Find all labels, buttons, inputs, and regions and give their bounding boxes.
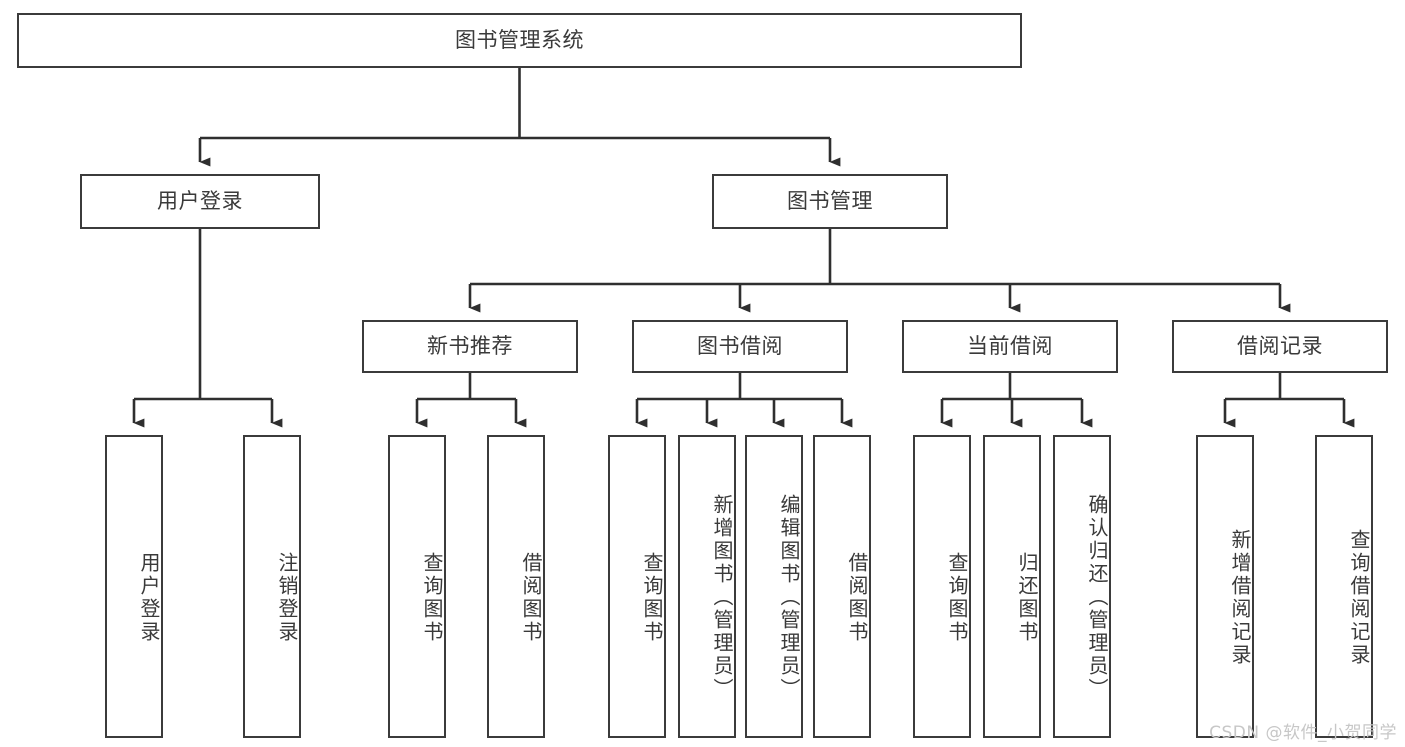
node-leaf-return-book-label: 归还图书 xyxy=(1015,551,1039,644)
node-leaf-borrow-book-b-label: 借阅图书 xyxy=(845,551,869,644)
node-leaf-add-record-label: 新增借阅记录 xyxy=(1228,528,1252,667)
node-leaf-user-login[interactable]: 用户登录 xyxy=(105,435,163,738)
node-leaf-add-book[interactable]: 新增图书（管理员） xyxy=(678,435,736,738)
node-leaf-query-book-a-label: 查询图书 xyxy=(420,551,444,644)
node-leaf-borrow-book-a[interactable]: 借阅图书 xyxy=(487,435,545,738)
node-leaf-borrow-book-b[interactable]: 借阅图书 xyxy=(813,435,871,738)
node-book-borrow[interactable]: 图书借阅 xyxy=(632,320,848,373)
node-leaf-query-book-a[interactable]: 查询图书 xyxy=(388,435,446,738)
node-leaf-user-login-label: 用户登录 xyxy=(137,551,161,644)
node-leaf-borrow-book-a-label: 借阅图书 xyxy=(519,551,543,644)
node-leaf-query-record-label: 查询借阅记录 xyxy=(1347,528,1371,667)
node-leaf-query-book-c-label: 查询图书 xyxy=(945,551,969,644)
node-leaf-query-book-c[interactable]: 查询图书 xyxy=(913,435,971,738)
node-leaf-add-book-label: 新增图书（管理员） xyxy=(710,494,734,701)
node-leaf-query-book-b[interactable]: 查询图书 xyxy=(608,435,666,738)
node-current-borrow-label: 当前借阅 xyxy=(967,334,1053,359)
node-leaf-query-book-b-label: 查询图书 xyxy=(640,551,664,644)
node-borrow-record[interactable]: 借阅记录 xyxy=(1172,320,1388,373)
node-leaf-logout-label: 注销登录 xyxy=(275,551,299,644)
node-leaf-edit-book[interactable]: 编辑图书（管理员） xyxy=(745,435,803,738)
node-new-book-recommend[interactable]: 新书推荐 xyxy=(362,320,578,373)
node-book-management[interactable]: 图书管理 xyxy=(712,174,948,229)
node-user-login[interactable]: 用户登录 xyxy=(80,174,320,229)
watermark: CSDN @软件_小贺同学 xyxy=(1209,723,1397,743)
node-book-management-label: 图书管理 xyxy=(787,189,873,214)
node-root-label: 图书管理系统 xyxy=(455,28,584,53)
node-leaf-add-record[interactable]: 新增借阅记录 xyxy=(1196,435,1254,738)
node-root[interactable]: 图书管理系统 xyxy=(17,13,1022,68)
node-leaf-confirm-return-label: 确认归还（管理员） xyxy=(1085,494,1109,701)
node-book-borrow-label: 图书借阅 xyxy=(697,334,783,359)
node-new-book-recommend-label: 新书推荐 xyxy=(427,334,513,359)
node-leaf-return-book[interactable]: 归还图书 xyxy=(983,435,1041,738)
node-borrow-record-label: 借阅记录 xyxy=(1237,334,1323,359)
node-leaf-edit-book-label: 编辑图书（管理员） xyxy=(777,494,801,701)
node-current-borrow[interactable]: 当前借阅 xyxy=(902,320,1118,373)
node-user-login-label: 用户登录 xyxy=(157,189,243,214)
node-leaf-query-record[interactable]: 查询借阅记录 xyxy=(1315,435,1373,738)
node-leaf-confirm-return[interactable]: 确认归还（管理员） xyxy=(1053,435,1111,738)
node-leaf-logout[interactable]: 注销登录 xyxy=(243,435,301,738)
